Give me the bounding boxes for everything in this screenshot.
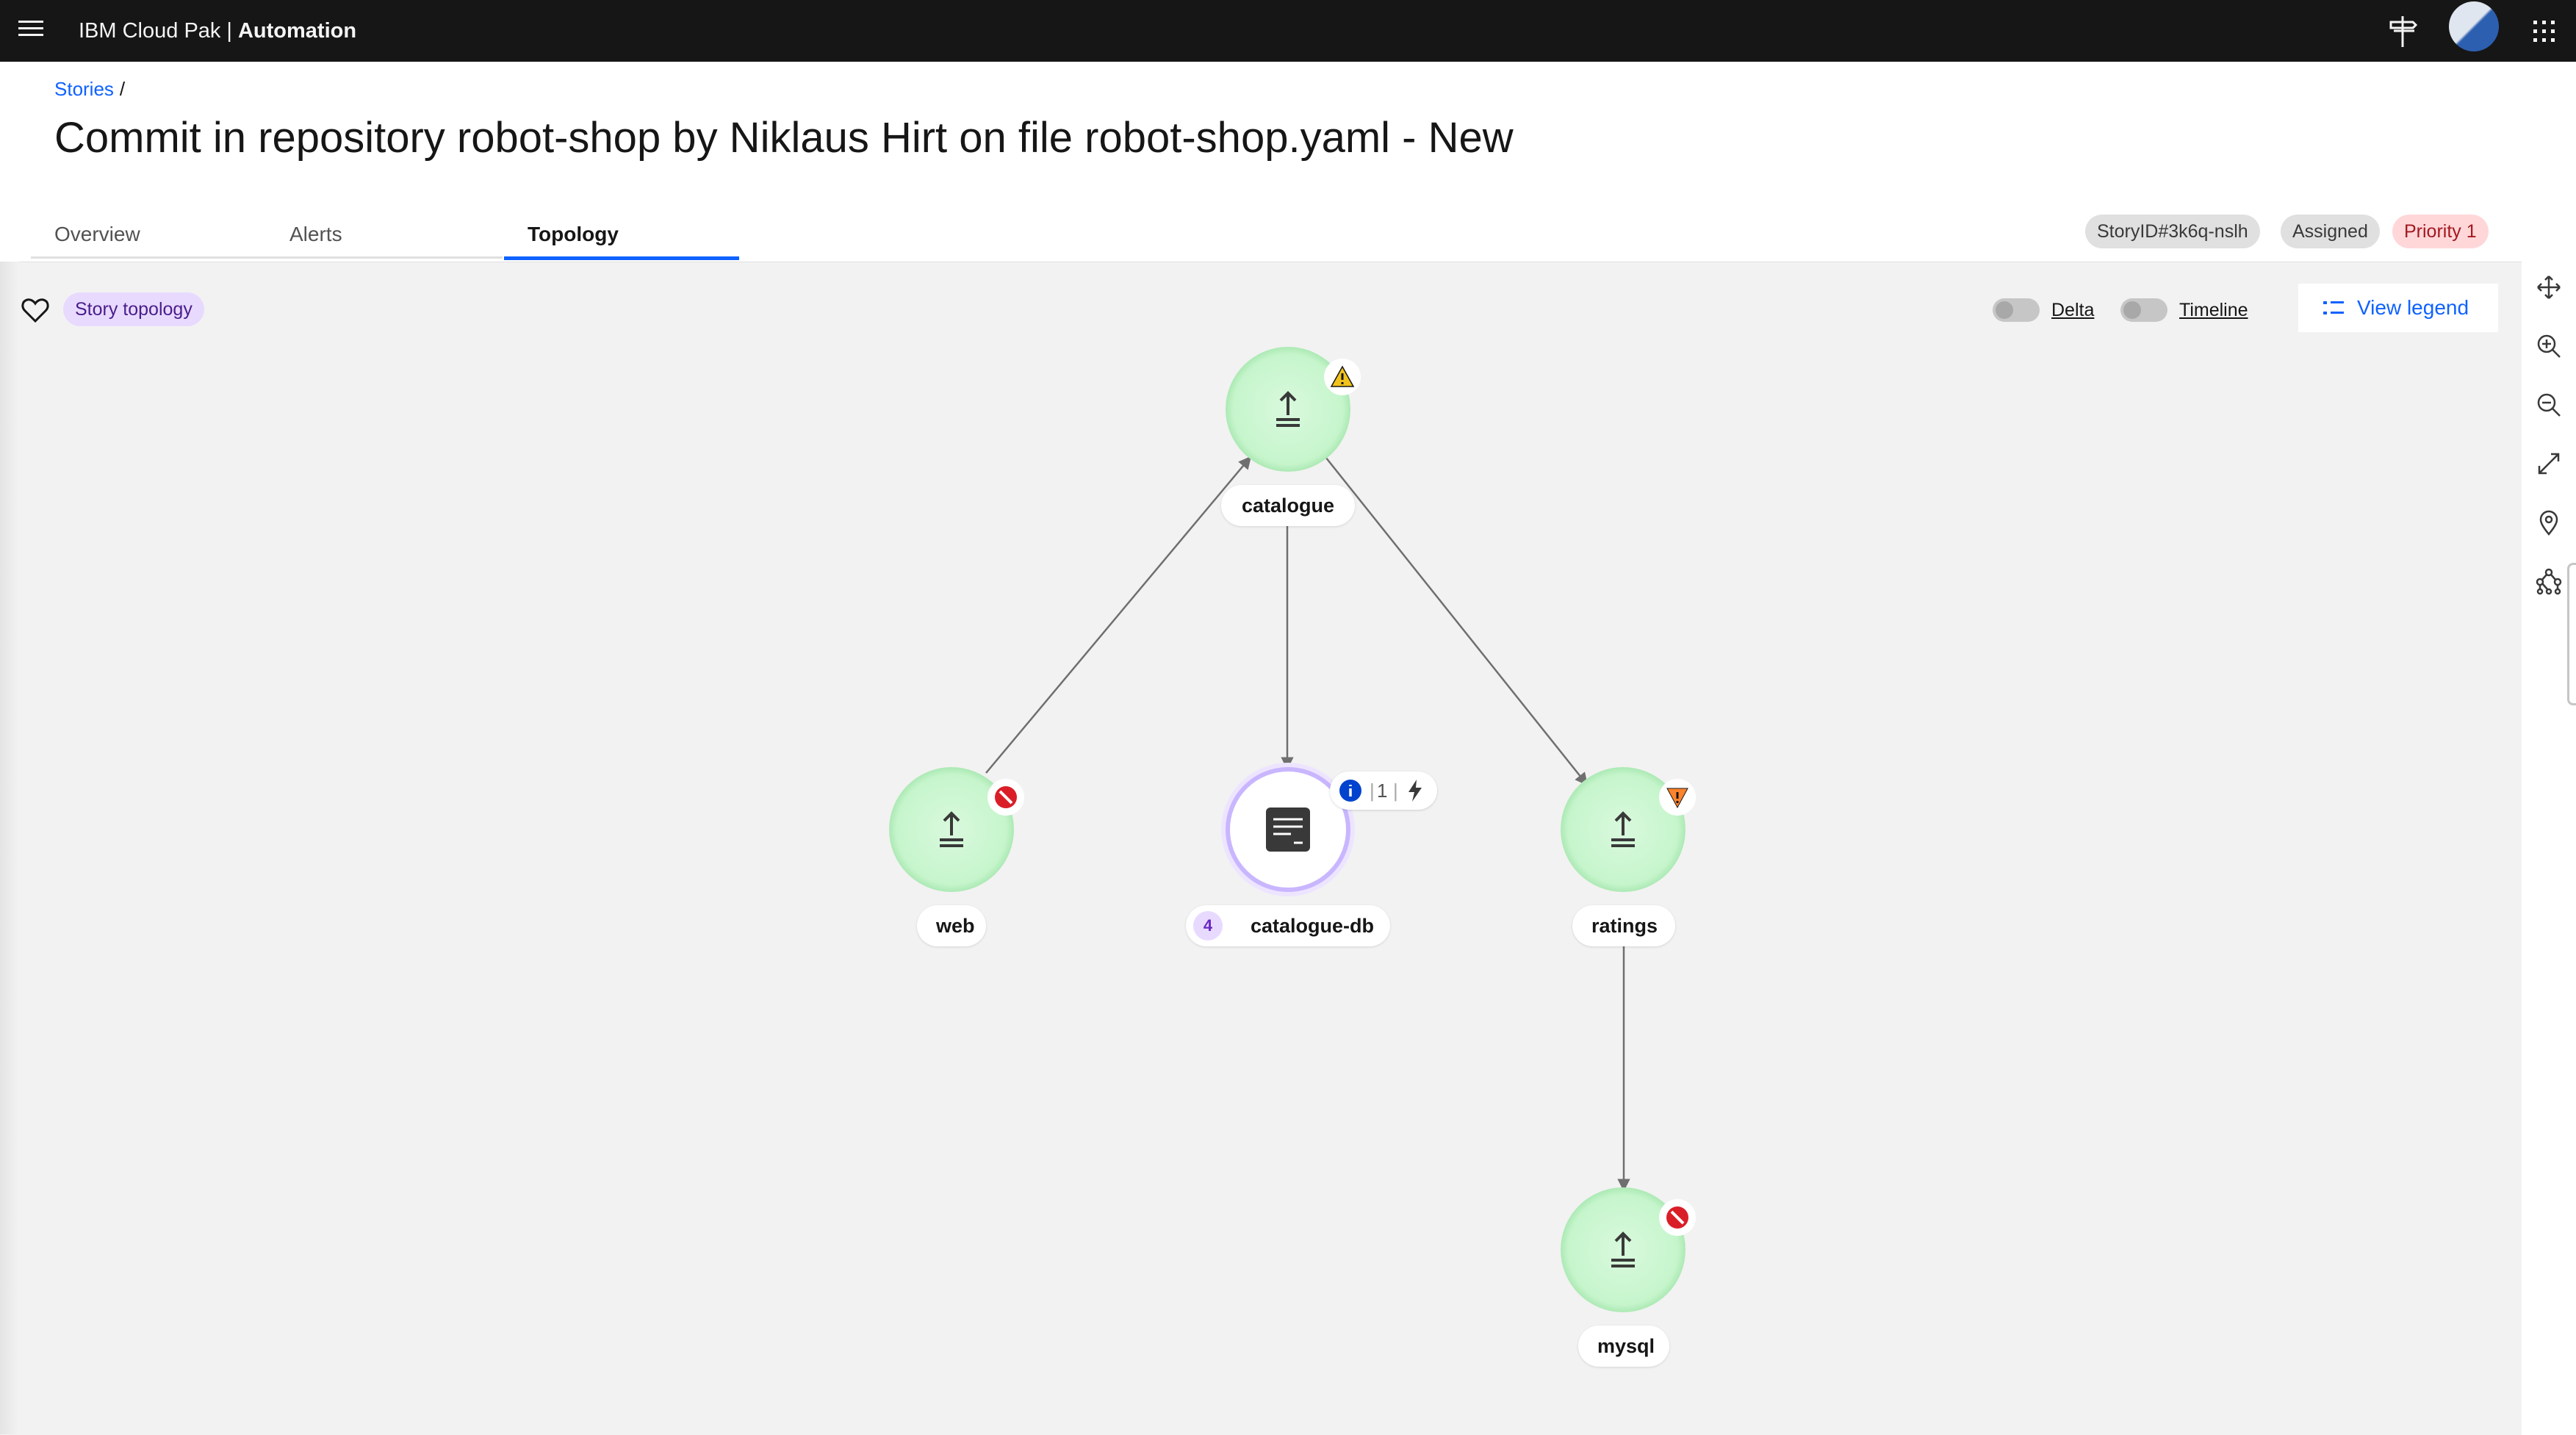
deployment-upload-icon	[940, 811, 963, 847]
timeline-toggle[interactable]	[2120, 298, 2167, 322]
move-icon[interactable]	[2533, 272, 2564, 303]
breadcrumb: Stories/	[54, 78, 126, 100]
story-id-tag: StoryID#3k6q-nslh	[2085, 215, 2260, 248]
zoom-in-icon[interactable]	[2533, 331, 2564, 362]
delta-toggle[interactable]	[1993, 298, 2040, 322]
tab-alerts[interactable]: Alerts	[266, 206, 503, 259]
node-label-catalogue[interactable]: catalogue	[1221, 485, 1355, 526]
deployment-upload-icon	[1276, 391, 1300, 427]
lightning-icon	[1408, 780, 1422, 802]
node-label-ratings[interactable]: ratings	[1572, 905, 1675, 946]
warning-status-icon[interactable]	[1324, 359, 1361, 395]
node-web[interactable]	[889, 767, 1014, 892]
list-icon	[2323, 301, 2344, 314]
deployment-upload-icon	[1611, 1231, 1635, 1267]
avatar[interactable]	[2449, 1, 2499, 51]
canvas-toolbar	[2522, 262, 2576, 614]
node-catalogue-db[interactable]	[1226, 767, 1350, 892]
top-header: IBM Cloud Pak|Automation	[0, 0, 2576, 62]
delta-label: Delta	[2051, 300, 2095, 320]
fit-to-screen-icon[interactable]	[2533, 448, 2564, 479]
story-topology-tag: Story topology	[63, 292, 204, 326]
deployment-upload-icon	[1611, 811, 1635, 847]
minor-status-icon[interactable]	[1659, 779, 1696, 816]
page-title: Commit in repository robot-shop by Nikla…	[54, 114, 1517, 162]
tab-overview[interactable]: Overview	[31, 206, 266, 259]
node-label-mysql[interactable]: mysql	[1578, 1326, 1669, 1367]
node-label-catalogue-db[interactable]: 4 catalogue-db	[1186, 905, 1390, 946]
signpost-icon[interactable]	[2381, 9, 2425, 53]
info-icon	[1339, 780, 1361, 802]
product-name[interactable]: IBM Cloud Pak|Automation	[79, 19, 357, 43]
timeline-label: Timeline	[2179, 300, 2248, 320]
critical-status-icon[interactable]	[987, 779, 1024, 816]
breadcrumb-stories-link[interactable]: Stories	[54, 78, 114, 100]
node-label-web[interactable]: web	[917, 905, 986, 946]
favorite-heart-icon[interactable]	[19, 294, 51, 326]
database-document-icon	[1266, 808, 1310, 852]
view-legend-button[interactable]: View legend	[2298, 284, 2498, 332]
info-count: 1	[1377, 780, 1388, 802]
priority-tag: Priority 1	[2392, 215, 2489, 248]
app-switcher-icon[interactable]	[2522, 9, 2566, 53]
canvas-edge-shadow	[0, 262, 19, 1434]
topology-layout-icon[interactable]	[2533, 566, 2564, 597]
tab-topology[interactable]: Topology	[504, 206, 739, 260]
toolbar-scroll-handle[interactable]	[2567, 563, 2576, 705]
menu-icon[interactable]	[16, 16, 46, 46]
state-tag: Assigned	[2281, 215, 2380, 248]
zoom-out-icon[interactable]	[2533, 389, 2564, 420]
location-icon[interactable]	[2533, 507, 2564, 538]
catalogue-db-status-pill[interactable]: | 1 |	[1330, 772, 1437, 810]
group-count-badge: 4	[1193, 911, 1223, 941]
critical-status-icon[interactable]	[1659, 1199, 1696, 1236]
